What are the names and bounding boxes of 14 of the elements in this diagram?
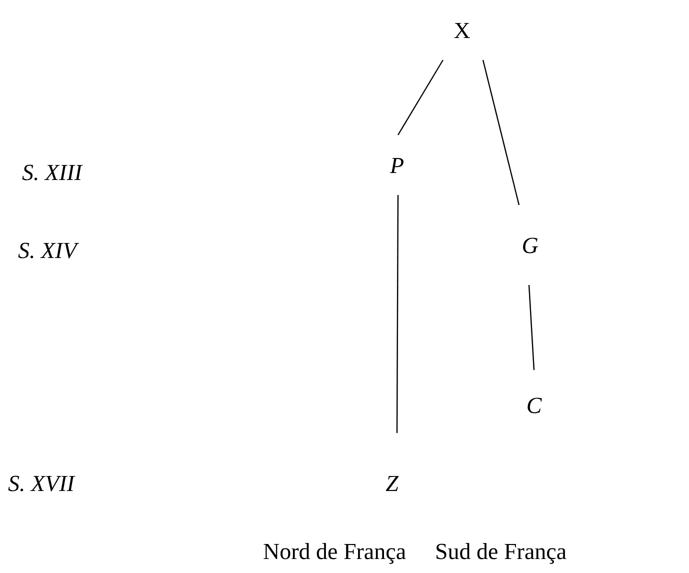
manuscript-siglum: G [522, 234, 538, 256]
stemma-line [482, 60, 520, 206]
century-label: S. XVII [8, 472, 74, 495]
stemma-line [397, 60, 444, 136]
century-label: S. XIII [22, 161, 82, 184]
manuscript-siglum: P [390, 154, 404, 176]
stemma-line [396, 195, 399, 433]
stemma-line [528, 284, 535, 370]
manuscript-siglum: X [454, 18, 470, 42]
century-label: S. XIV [18, 239, 77, 262]
region-label: Nord de França [263, 540, 406, 563]
manuscript-siglum: Z [386, 472, 398, 494]
manuscript-siglum: C [526, 394, 542, 416]
region-label: Sud de França [435, 540, 567, 563]
